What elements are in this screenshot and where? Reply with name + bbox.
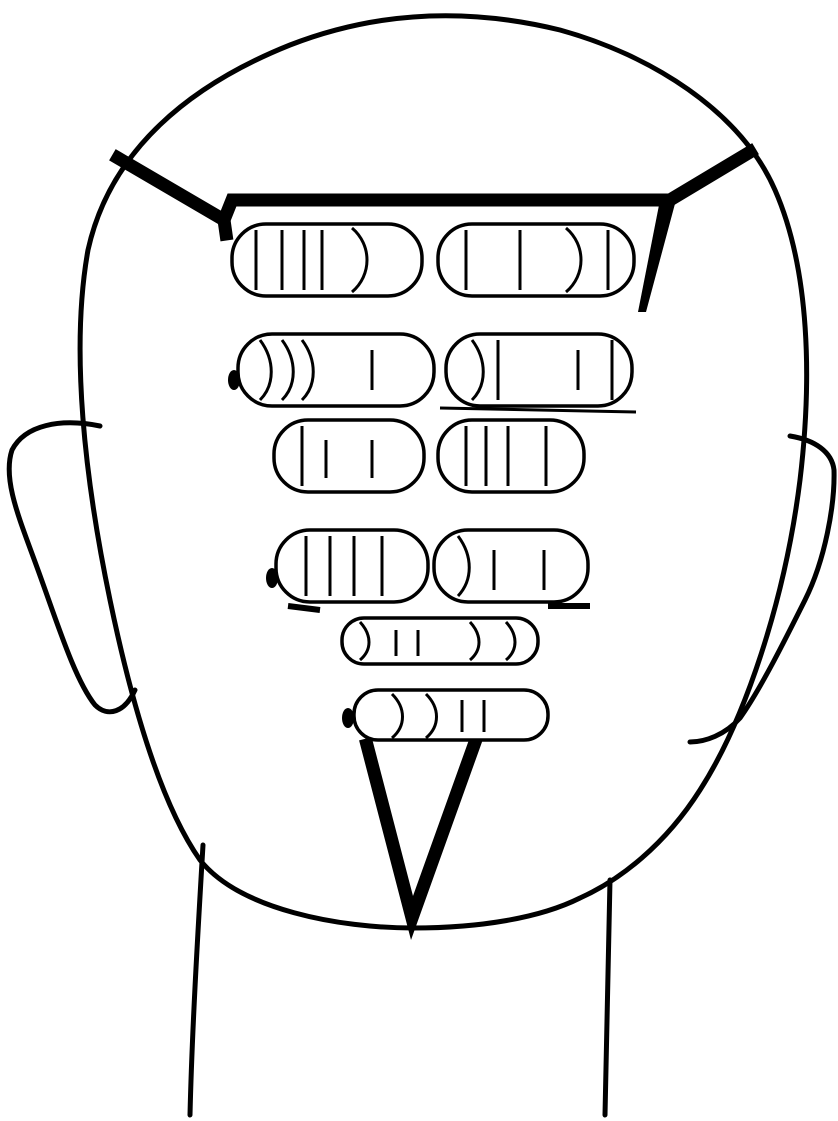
- perm-rod: [438, 420, 584, 492]
- rod-row-6: [342, 690, 548, 740]
- perm-rod: [354, 690, 548, 740]
- top-section-line: [118, 152, 750, 220]
- right-ear: [690, 436, 834, 742]
- rod-row-5: [342, 618, 538, 664]
- perm-rod: [274, 420, 424, 492]
- nape-v-line: [367, 745, 474, 918]
- perm-rod: [232, 224, 422, 296]
- rod-row-1: [232, 224, 634, 296]
- rod-row-4: [266, 530, 590, 610]
- perm-rod: [238, 334, 434, 406]
- right-section-wedge: [638, 200, 676, 312]
- perm-rods: [228, 224, 636, 740]
- left-section-edge: [224, 220, 226, 234]
- section-lines: [118, 152, 750, 918]
- perm-rod: [434, 530, 588, 602]
- perm-rod: [276, 530, 428, 602]
- rod-row-3: [274, 420, 584, 492]
- left-ear: [9, 423, 135, 712]
- rod-row-2: [228, 334, 636, 412]
